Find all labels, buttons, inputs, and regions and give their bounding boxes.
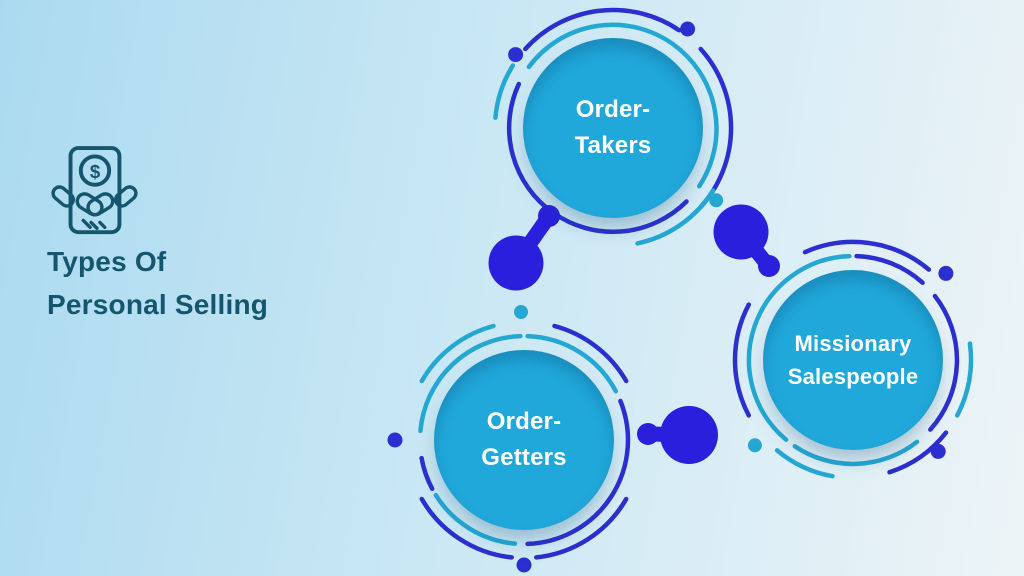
ring-dot (930, 443, 946, 459)
node-label: Order- Getters (434, 350, 614, 530)
node-label-line: Takers (574, 132, 652, 159)
dollar-symbol: $ (90, 161, 101, 182)
ring-dot (938, 265, 954, 281)
title-line-1: Types Of (47, 246, 167, 277)
connector-getters-missionary (637, 406, 718, 464)
ring-dot (747, 438, 762, 453)
node-label: Missionary Salespeople (763, 270, 943, 450)
ring-order-takers (493, 7, 734, 246)
node-label-line: Salespeople (787, 364, 919, 389)
ring-dot (508, 47, 524, 63)
page-title: Types Of Personal Selling (47, 240, 268, 327)
node-missionary-salespeople: Missionary Salespeople (763, 270, 943, 450)
node-label-line: Order- (486, 408, 562, 435)
node-label-line: Missionary (794, 331, 912, 356)
node-label: Order- Takers (523, 38, 703, 218)
node-order-takers: Order- Takers (523, 38, 703, 218)
connector-takers-missionary (713, 204, 780, 277)
node-circle (523, 38, 703, 218)
ring-dot (514, 305, 528, 319)
node-circle (434, 350, 614, 530)
ring-dot (387, 432, 403, 448)
title-line-2: Personal Selling (47, 289, 269, 321)
ring-dot (680, 21, 696, 37)
node-order-getters: Order- Getters (434, 350, 614, 530)
node-circle (763, 270, 943, 450)
ring-order-getters (387, 305, 631, 573)
ring-dot (516, 557, 532, 573)
ring-dot (709, 193, 724, 208)
ring-missionary-salespeople (732, 239, 974, 479)
node-label-line: Order- (575, 96, 651, 123)
node-label-line: Getters (481, 444, 567, 471)
handshake-dollar-icon: $ (51, 146, 138, 235)
connector-takers-getters (488, 205, 560, 291)
